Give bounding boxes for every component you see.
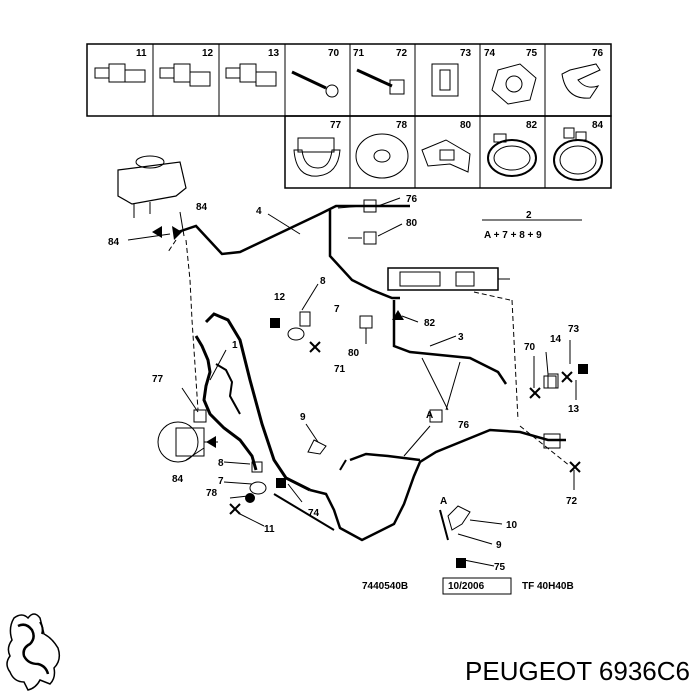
callout-75: 75 <box>494 562 506 573</box>
part-71-bolt-icon <box>356 68 405 95</box>
callout-80: 80 <box>348 348 360 359</box>
callout-70: 70 <box>524 342 536 353</box>
part-78-washer-icon <box>355 133 409 179</box>
marker-70-cross <box>529 387 541 399</box>
callout-80: 80 <box>406 218 418 229</box>
marker-84c-triangle <box>206 436 216 448</box>
assembly-drawing <box>117 155 588 568</box>
table-num-11: 11 <box>136 48 147 59</box>
table-num-74: 74 <box>484 48 496 59</box>
marker-11-cross <box>229 503 241 515</box>
table-num-76: 76 <box>592 48 604 59</box>
reference-date: 10/2006 <box>448 581 485 592</box>
marker-76b-square <box>429 409 443 423</box>
callout-9: 9 <box>496 540 502 551</box>
callout-10: 10 <box>506 520 518 531</box>
callout-74: 74 <box>308 508 320 519</box>
callout-84: 84 <box>108 237 120 248</box>
marker-78-dot <box>245 493 255 503</box>
part-73-clip-icon <box>431 63 459 97</box>
callout-82: 82 <box>424 318 436 329</box>
marker-76-square <box>363 199 377 213</box>
callout-9: 9 <box>300 412 306 423</box>
marker-82-triangle <box>392 310 404 320</box>
part-75-nut-icon <box>491 63 537 105</box>
marker-77-square <box>193 409 207 423</box>
callout-12: 12 <box>274 292 286 303</box>
part-13-union-icon <box>225 63 277 87</box>
callout-78: 78 <box>206 488 218 499</box>
marker-80b-square <box>359 315 373 329</box>
part-84-hose-clamp-icon <box>553 127 603 181</box>
reference-code: 7440540B <box>362 581 408 592</box>
marker-84-triangle <box>152 226 162 238</box>
callout-7: 7 <box>218 476 224 487</box>
callout-84: 84 <box>196 202 208 213</box>
callout-14: 14 <box>550 334 562 345</box>
part-11-union-icon <box>94 63 146 83</box>
marker-14-square <box>543 375 557 389</box>
callout-84: 84 <box>172 474 184 485</box>
callout-73: 73 <box>568 324 580 335</box>
callout-A: A <box>440 496 447 507</box>
callout-8: 8 <box>218 458 224 469</box>
marker-12-filled-square <box>270 318 280 328</box>
marker-80-square <box>363 231 377 245</box>
callout-3: 3 <box>458 332 464 343</box>
part-12-union-icon <box>159 63 211 87</box>
callouts: 4 84 84 76 80 2 A + 7 + 8 + 9 8 12 7 71 … <box>108 194 580 573</box>
marker-74-filled-square <box>276 478 286 488</box>
reservoir-icon <box>117 155 187 218</box>
marker-71-cross <box>309 341 321 353</box>
steering-rack-icon <box>387 267 510 291</box>
table-num-13: 13 <box>268 48 280 59</box>
peugeot-lion-logo <box>6 613 61 691</box>
callout-13: 13 <box>568 404 580 415</box>
part-77-clip-icon <box>293 137 341 177</box>
table-num-75: 75 <box>526 48 538 59</box>
table-num-78: 78 <box>396 120 408 131</box>
part-80-clip-icon <box>421 139 471 173</box>
part-70-bolt-icon <box>291 70 339 98</box>
marker-84b-triangle <box>172 226 182 240</box>
callout-76: 76 <box>458 420 470 431</box>
callout-77: 77 <box>152 374 164 385</box>
table-num-72: 72 <box>396 48 408 59</box>
callout-7: 7 <box>334 304 340 315</box>
callout-76: 76 <box>406 194 418 205</box>
marker-72-cross <box>569 461 581 473</box>
callout-71: 71 <box>334 364 346 375</box>
part-82-hose-clamp-icon <box>487 133 537 177</box>
callout-4: 4 <box>256 206 262 217</box>
marker-75-filled-square <box>456 558 466 568</box>
callout-2: 2 <box>526 210 532 221</box>
part-76-clamp-icon <box>561 63 601 99</box>
brand-part-number: PEUGEOT 6936C6 <box>465 656 690 686</box>
reference-code: TF 40H40B <box>522 581 574 592</box>
table-num-82: 82 <box>526 120 538 131</box>
table-num-73: 73 <box>460 48 472 59</box>
table-num-77: 77 <box>330 120 342 131</box>
reference-codes: 7440540B 10/2006 TF 40H40B <box>362 577 574 595</box>
table-num-70: 70 <box>328 48 340 59</box>
parts-table: 11 12 13 70 71 72 73 74 75 76 77 78 80 8… <box>86 43 612 189</box>
formula-text: A + 7 + 8 + 9 <box>484 230 542 241</box>
table-num-12: 12 <box>202 48 214 59</box>
callout-11: 11 <box>264 524 275 535</box>
marker-73-filled-square <box>578 364 588 374</box>
table-num-71: 71 <box>353 48 365 59</box>
callout-8: 8 <box>320 276 326 287</box>
callout-72: 72 <box>566 496 578 507</box>
table-num-84: 84 <box>592 120 604 131</box>
callout-1: 1 <box>232 340 238 351</box>
callout-A: A <box>426 410 433 421</box>
table-num-80: 80 <box>460 120 472 131</box>
marker-13-cross <box>561 371 573 383</box>
